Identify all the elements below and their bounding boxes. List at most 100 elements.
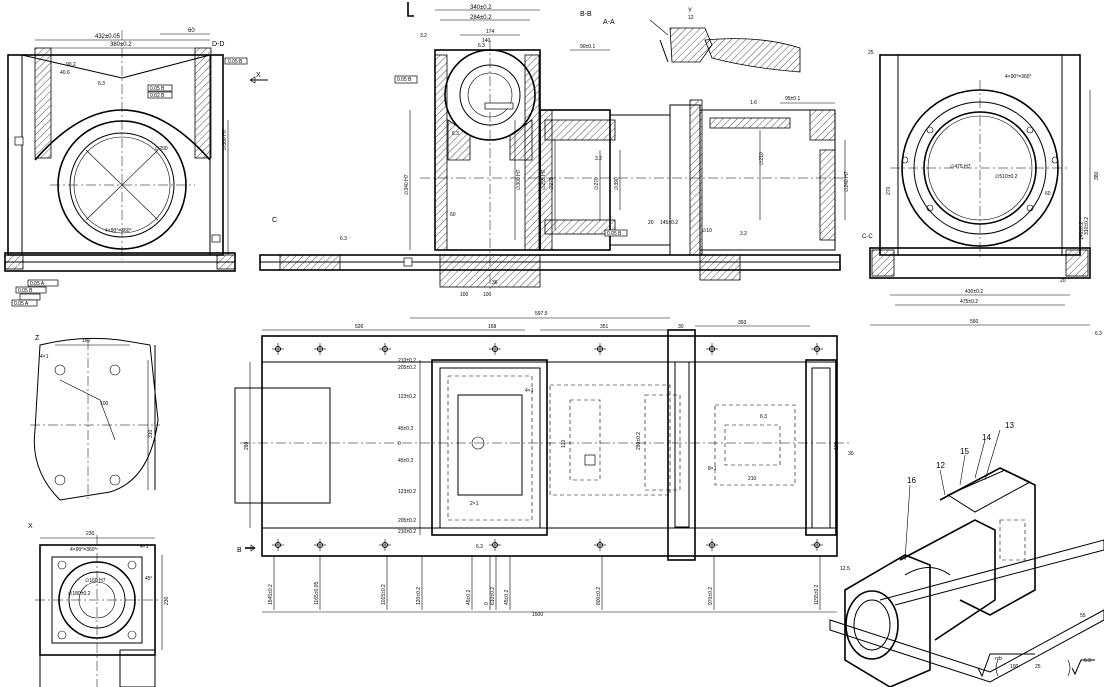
dim-bb-284: 284±0.2: [470, 15, 492, 21]
rough-bb-1: 3.2: [420, 33, 427, 39]
plan-left-dim: 123±0.2: [398, 489, 416, 495]
view-z: [30, 337, 160, 501]
plan-bottom-dim: 120±0.2: [416, 587, 422, 605]
rough-bb-6: 3.2: [740, 231, 747, 237]
label-x: X: [28, 523, 33, 530]
dim-tr-380: 380: [1094, 171, 1100, 180]
plan-bottom-dim: 1155±0.2: [814, 584, 820, 605]
dim-bb-phi255: ∅255 H7: [541, 169, 547, 190]
plan-bottom-dim: 800±0.2: [596, 587, 602, 605]
tol-1: 0.05 B: [228, 59, 243, 65]
dim-bb-phi240: ∅240 H7: [844, 171, 850, 192]
x-dim-phi180: ∅180±0.2: [68, 591, 91, 597]
z-dim-160: 160: [82, 338, 91, 344]
dim-bb-140: 140: [482, 38, 491, 44]
iso-part-16: 16: [907, 476, 916, 485]
plan-bolts: [272, 343, 823, 551]
iso-part-55: 55: [1080, 613, 1086, 619]
dim-bb-145: 145±0.2: [660, 220, 678, 226]
dim-bb-174: 174: [486, 29, 495, 35]
view-x: [35, 535, 163, 687]
plan-dim-8x1: 8×1: [708, 466, 717, 472]
tol-2: 0.05 B: [150, 86, 165, 92]
dim-90-2: 90.2: [66, 62, 76, 68]
dim-bb-phi270: ∅270: [594, 177, 600, 190]
dim-tr-270: 270: [886, 186, 892, 195]
plan-dim-526: 526: [355, 324, 364, 330]
z-rough: 100: [100, 401, 109, 407]
rough-bb-3: 6.3: [452, 131, 459, 137]
dim-tr-20: 20: [1060, 278, 1066, 284]
label-a-a: A-A: [603, 19, 615, 26]
rough-bb-4: 3.2: [595, 156, 602, 162]
dim-bb-phi210: ∅210: [759, 152, 765, 165]
x-dim-230: 230: [86, 531, 95, 537]
x-dim-230b: 230: [164, 596, 170, 605]
plan-dim-30b: 30: [848, 451, 854, 457]
rough-tr-1: 25: [868, 50, 874, 56]
plan-bottom-dim: 45±0.2: [504, 590, 510, 605]
plan-left-dim: 205±0.2: [398, 365, 416, 371]
rough-bb-5: 1.6: [750, 100, 757, 106]
dim-tr-310: 310±0.2: [1084, 217, 1090, 235]
plan-dim-1500: 1500: [532, 612, 543, 618]
plan-dim-168: 168: [488, 324, 497, 330]
legend-rzb: rzb: [995, 656, 1002, 662]
dim-tr-angles: 4×90°=360°: [1005, 74, 1032, 80]
plan-dim-4x1: 4×1: [525, 388, 534, 394]
plan-bottom-dim: 610±0.2: [490, 587, 496, 605]
label-c: C: [272, 217, 277, 224]
dim-380: 380±0.2: [110, 42, 132, 48]
dim-bb-100b: 100: [483, 292, 492, 298]
plan-left-dim: 210±0.2: [398, 529, 416, 535]
label-b-b: B-B: [580, 11, 592, 18]
plan-dim-30: 30: [678, 324, 684, 330]
tol-bb-1: 0.05 B: [397, 77, 412, 83]
dim-bb-90: 90±0.1: [580, 44, 595, 50]
dim-tr-140: 140±0.2: [1079, 222, 1085, 240]
detail-y: [649, 19, 801, 73]
rough-tr-2: 6.3: [1095, 331, 1102, 337]
dim-40-6: 40.6: [60, 70, 70, 76]
legend-25: 25: [1035, 664, 1041, 670]
dim-phi300: ∅300 H7: [222, 129, 228, 150]
plan-bottom-dim: 1165±0.05: [314, 582, 320, 605]
dim-tr-phi475: ∅475 H7: [950, 164, 971, 170]
legend-100: 100: [1010, 664, 1019, 670]
x-dim-phi160: ∅160 H7: [85, 578, 106, 584]
plan-dim-290: 290: [244, 441, 250, 450]
plan-left-dim: 205±0.2: [398, 518, 416, 524]
tol-4: 0.05 A: [30, 281, 45, 287]
x-dim-angles: 4×90°=360°: [70, 547, 97, 553]
plan-bottom-dim: 0: [484, 602, 490, 605]
legend-63: 6.3: [1084, 658, 1091, 664]
label-plan-b: B: [237, 547, 242, 554]
dim-bb-100: 100: [460, 292, 469, 298]
section-b-b: [259, 2, 846, 290]
tol-bb-2: 0.05 B: [607, 231, 622, 237]
z-dim-310: 310: [148, 429, 154, 438]
dim-bb-36: 36: [492, 280, 498, 286]
dim-bb-phi10: ∅10: [702, 228, 712, 234]
tol-5: 0.05 B: [18, 288, 33, 294]
view-right-end: [869, 54, 1091, 326]
label-d-d: D-D: [212, 41, 224, 48]
dim-tr-phi510: ∅510±0.2: [995, 174, 1018, 180]
plan-bottom-dim: 1015±0.2: [381, 584, 387, 605]
plan-bottom-dim: 45±0.2: [466, 590, 472, 605]
dim-60: 60: [188, 28, 195, 34]
rough-bb-7: 6.3: [340, 236, 347, 242]
dim-bb-phi300: ∅300 H7: [516, 169, 522, 190]
plan-left-dim: 0: [398, 441, 401, 447]
dim-bb-60: 60: [450, 212, 456, 218]
plan-dim-393: 393: [738, 320, 747, 326]
dim-bb-phi390: ∅390: [614, 177, 620, 190]
plan-left-dim: 123±0.2: [398, 394, 416, 400]
dim-bb-340: 340±0.2: [470, 5, 492, 11]
iso-part-13: 13: [1005, 421, 1014, 430]
plan-left-dim: 45±0.2: [398, 458, 413, 464]
plan-dim-120: 120: [561, 439, 567, 448]
plan-rough-2: 12.5: [840, 566, 850, 572]
plan-left-dim: 45±0.2: [398, 426, 413, 432]
